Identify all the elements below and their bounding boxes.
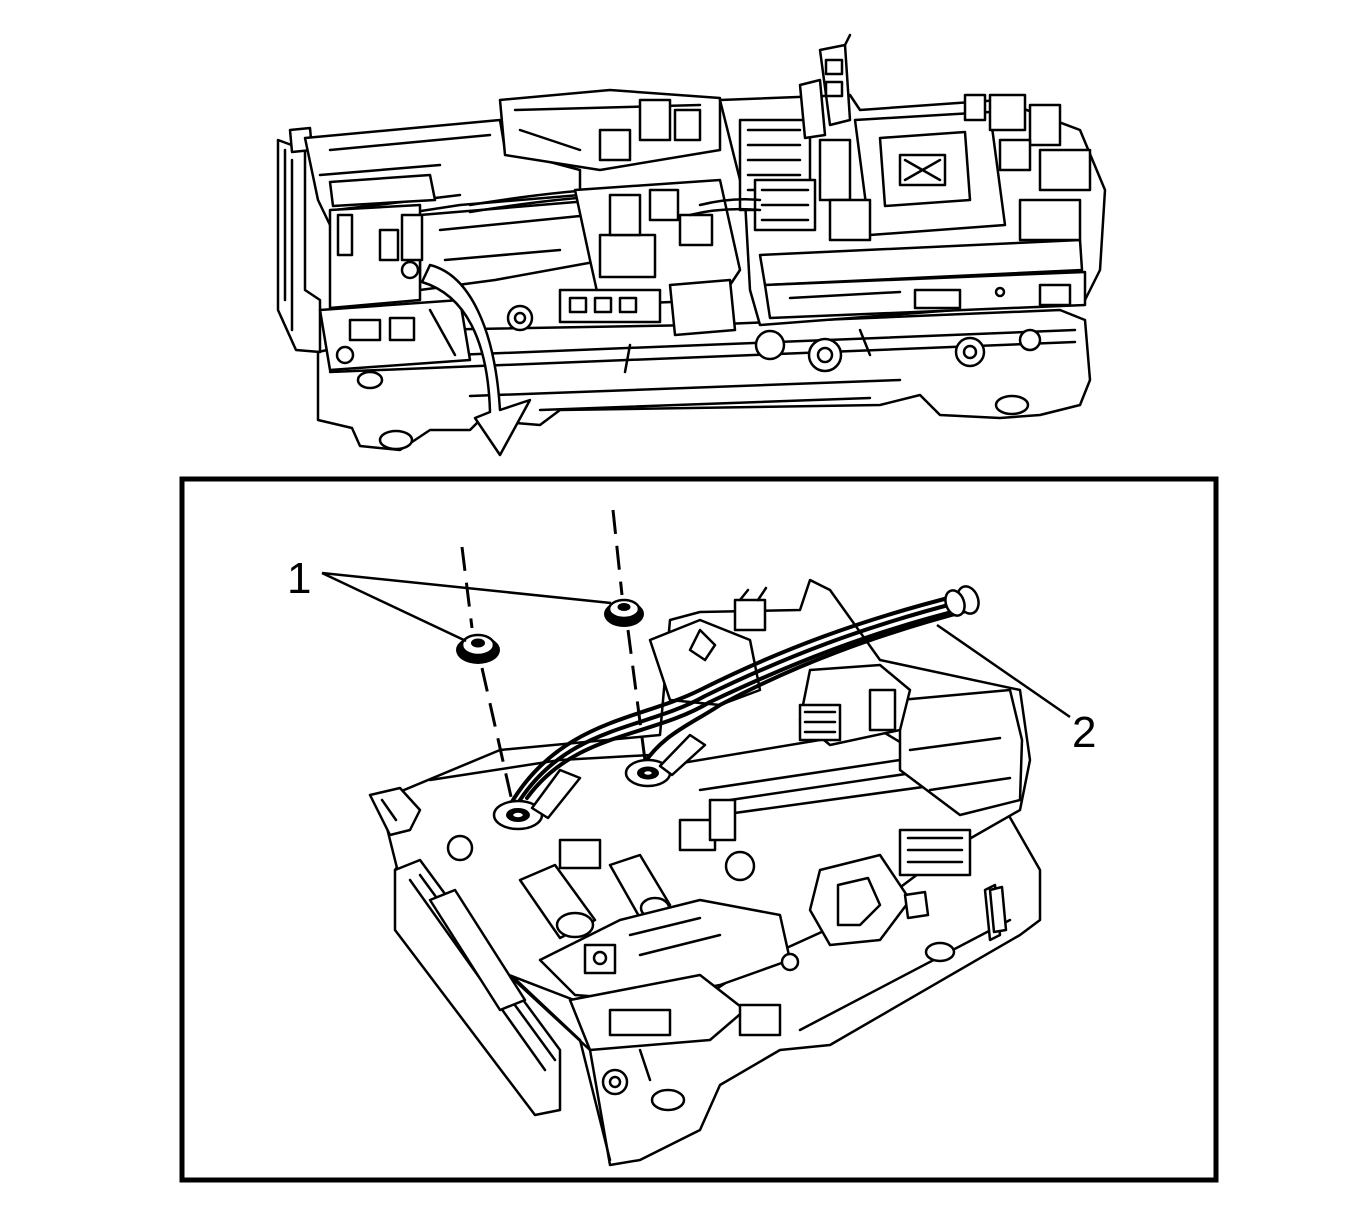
detail-assembly (321, 509, 1071, 1167)
callout-2: 2 (1072, 708, 1097, 757)
detail-frame (179, 476, 1219, 1183)
overview-assembly (276, 33, 1107, 457)
callout-1: 1 (287, 554, 312, 603)
